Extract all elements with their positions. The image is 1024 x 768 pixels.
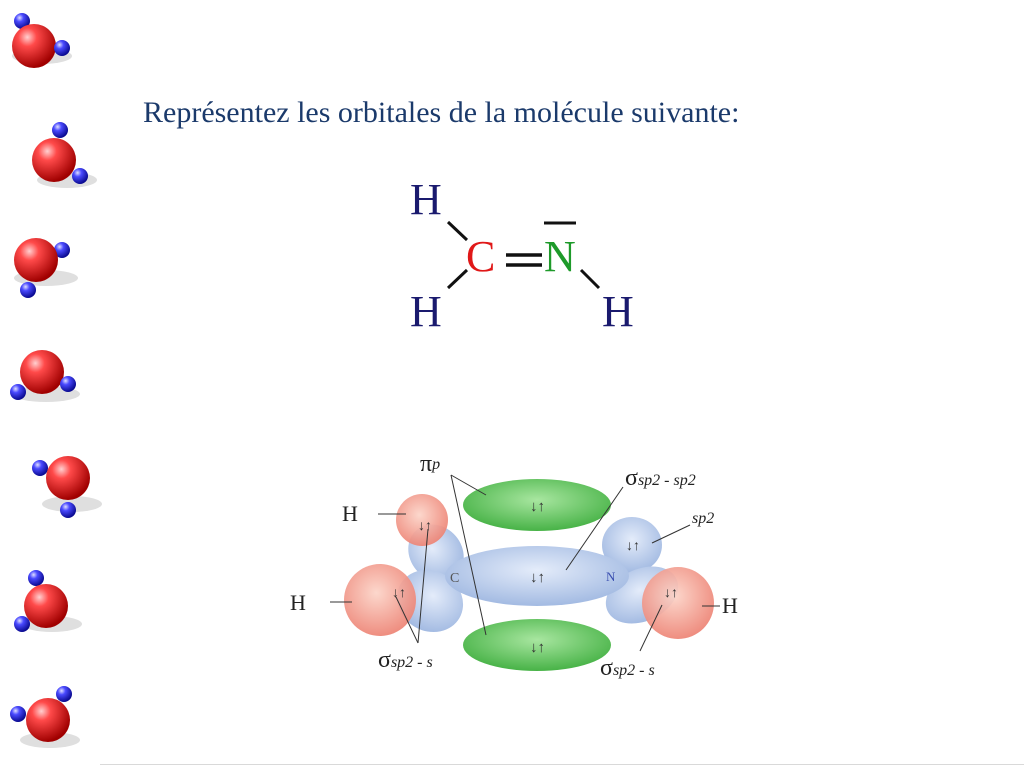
molecule-icon-6 <box>14 570 82 632</box>
s-orbital-h-upper-left <box>396 494 448 546</box>
molecule-icon-4 <box>10 350 80 402</box>
carbon-center-label: C <box>450 571 459 586</box>
molecule-icon-3 <box>14 238 78 298</box>
nitrogen-center-label: N <box>606 569 616 584</box>
leader-sigma-right <box>639 604 663 652</box>
atom-h-top-left: H <box>410 175 442 224</box>
sp2-lobe-c-lower <box>396 569 464 633</box>
pi-lobe-upper <box>463 479 611 531</box>
s-orbital-h-right <box>642 567 714 639</box>
bond-h-c-top <box>446 220 469 242</box>
atom-h-bottom-left: H <box>410 287 442 336</box>
leader-pi-lower <box>450 474 487 636</box>
sp2-lobe-n-upper <box>602 517 662 573</box>
electron-pair-h-lower-left: ↓↑ <box>392 586 406 601</box>
pi-lobe-lower <box>463 619 611 671</box>
electron-pair-n-upper: ↓↑ <box>626 539 640 554</box>
label-pi-p: πp <box>420 451 440 477</box>
molecule-icon-1 <box>12 13 72 68</box>
label-h-upper-left: H <box>342 501 358 526</box>
molecule-icon-5 <box>32 456 102 518</box>
label-sigma-sp2-s-left: σsp2 - s <box>378 647 433 673</box>
atom-h-bottom-right: H <box>602 287 634 336</box>
electron-pair-h-upper-left: ↓↑ <box>418 519 432 534</box>
molecule-icon-2 <box>32 122 97 188</box>
label-sigma-sp2-s-right: σsp2 - s <box>600 655 655 681</box>
slide-title: Représentez les orbitales de la molécule… <box>143 96 740 129</box>
label-h-right: H <box>722 593 738 618</box>
orbital-diagram: ↓↑ ↓↑ ↓↑ ↓↑ ↓↑ ↓↑ ↓↑ C N πp σsp2 - sp2 s… <box>290 451 738 681</box>
atom-carbon: C <box>466 232 495 281</box>
s-orbital-h-lower-left <box>344 564 416 636</box>
sigma-sp2-sp2-lobe <box>445 546 629 606</box>
electron-pair-sigma: ↓↑ <box>530 570 545 586</box>
bottom-rule <box>100 764 1024 765</box>
molecule-icon-7 <box>10 686 80 748</box>
lewis-structure: H C N H H <box>410 175 634 336</box>
electron-pair-pi-lower: ↓↑ <box>530 640 545 656</box>
leader-sp2 <box>651 524 691 544</box>
electron-pair-pi-upper: ↓↑ <box>530 499 545 515</box>
label-sp2: sp2 <box>692 510 714 527</box>
leader-sigma-left-a <box>395 596 419 644</box>
bond-h-c-bottom <box>446 268 469 290</box>
leader-sigma-sp2sp2 <box>565 486 624 571</box>
electron-pair-h-right: ↓↑ <box>664 586 678 601</box>
leader-sigma-left-b <box>417 528 429 644</box>
atom-nitrogen: N <box>544 232 576 281</box>
bond-n-h <box>579 268 601 290</box>
label-h-lower-left: H <box>290 590 306 615</box>
leader-pi-upper <box>450 474 487 496</box>
label-sigma-sp2-sp2: σsp2 - sp2 <box>625 465 696 491</box>
